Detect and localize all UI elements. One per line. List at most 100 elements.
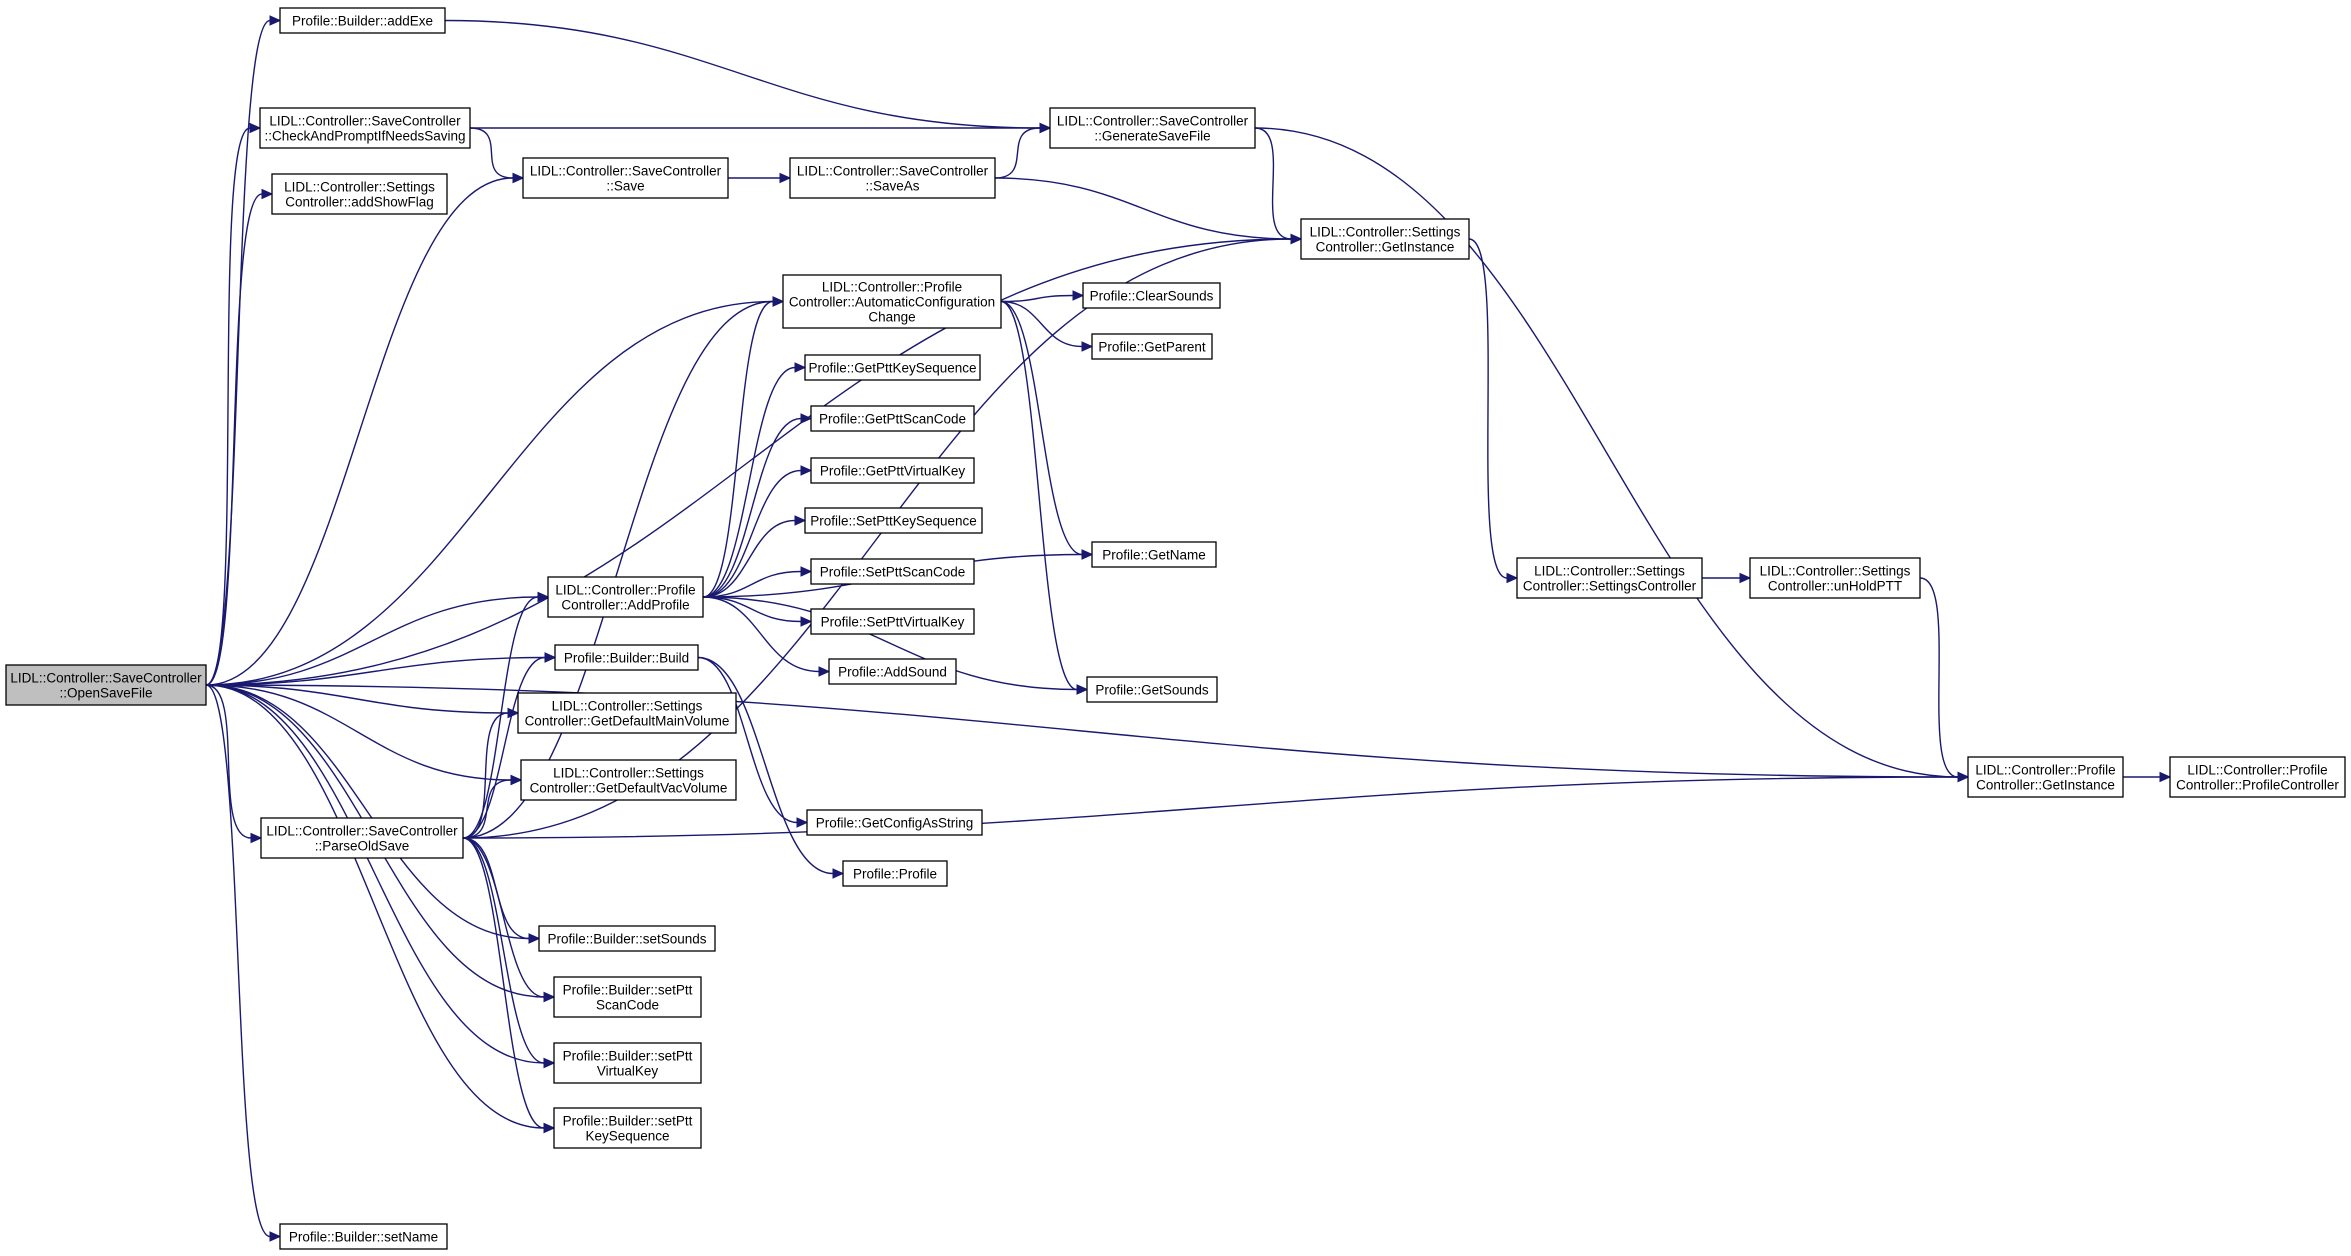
edge-arrowhead bbox=[544, 652, 557, 663]
node-box bbox=[554, 644, 699, 671]
node-settingsCtor[interactable]: LIDL::Controller::SettingsController::Se… bbox=[1516, 557, 1703, 599]
node-box bbox=[279, 7, 446, 34]
node-label-line: Controller::GetInstance bbox=[1316, 240, 1455, 255]
node-getPttScanCode[interactable]: Profile::GetPttScanCode bbox=[810, 405, 975, 432]
node-label-line: VirtualKey bbox=[597, 1064, 659, 1079]
node-label-line: ::OpenSaveFile bbox=[59, 686, 152, 701]
node-box bbox=[538, 925, 716, 952]
node-box bbox=[5, 664, 207, 706]
node-save[interactable]: LIDL::Controller::SaveController::Save bbox=[522, 157, 729, 199]
edge-line bbox=[1000, 300, 1083, 556]
edge-line bbox=[205, 684, 530, 940]
edge-parseOldSave-to-setPttVirtualKeyB bbox=[462, 837, 556, 1069]
edge-arrowhead bbox=[528, 933, 541, 944]
node-addProfile[interactable]: LIDL::Controller::ProfileController::Add… bbox=[547, 576, 704, 618]
node-label-line: Profile::ClearSounds bbox=[1090, 289, 1214, 304]
node-box bbox=[1082, 282, 1221, 309]
edge-arrowhead bbox=[250, 832, 263, 844]
node-checkPrompt[interactable]: LIDL::Controller::SaveController::CheckA… bbox=[259, 107, 471, 149]
edge-line bbox=[469, 127, 514, 179]
node-label-line: Profile::Builder::addExe bbox=[292, 14, 433, 29]
node-unHoldPTT[interactable]: LIDL::Controller::SettingsController::un… bbox=[1749, 557, 1921, 599]
node-getPttVirtualKey[interactable]: Profile::GetPttVirtualKey bbox=[810, 457, 975, 484]
edge-line bbox=[205, 684, 271, 1238]
node-autoConfig[interactable]: LIDL::Controller::ProfileController::Aut… bbox=[782, 274, 1002, 329]
node-label-line: Controller::addShowFlag bbox=[285, 195, 434, 210]
node-label-line: Profile::Builder::setSounds bbox=[547, 932, 706, 947]
node-genSave[interactable]: LIDL::Controller::SaveController::Genera… bbox=[1049, 107, 1256, 149]
node-label-line: Profile::Profile bbox=[853, 867, 937, 882]
node-box bbox=[806, 809, 983, 836]
edge-arrowhead bbox=[796, 817, 809, 828]
node-clearSounds[interactable]: Profile::ClearSounds bbox=[1082, 282, 1221, 309]
node-box bbox=[1749, 557, 1921, 599]
node-label-line: ::Save bbox=[606, 179, 644, 194]
edge-arrowhead bbox=[543, 1122, 556, 1134]
edge-addProfile-to-addSound bbox=[702, 596, 831, 677]
node-parseOldSave[interactable]: LIDL::Controller::SaveController::ParseO… bbox=[260, 817, 464, 859]
edge-root-to-getDefMainVol bbox=[205, 684, 520, 719]
edge-line bbox=[205, 684, 252, 839]
node-label-line: Profile::GetName bbox=[1102, 548, 1206, 563]
node-getConfigAsString[interactable]: Profile::GetConfigAsString bbox=[806, 809, 983, 836]
node-getDefVacVol[interactable]: LIDL::Controller::SettingsController::Ge… bbox=[520, 759, 737, 801]
node-box bbox=[547, 576, 704, 618]
edge-addProfile-to-getPttScanCode bbox=[702, 413, 813, 598]
node-profileCtorCtl[interactable]: LIDL::Controller::ProfileController::Pro… bbox=[2169, 756, 2346, 798]
node-box bbox=[279, 1223, 448, 1250]
edge-addProfile-to-getPttKeySeq bbox=[702, 362, 807, 598]
node-builderBuild[interactable]: Profile::Builder::Build bbox=[554, 644, 699, 671]
node-settingsGetInstance[interactable]: LIDL::Controller::SettingsController::Ge… bbox=[1300, 218, 1470, 260]
node-saveAs[interactable]: LIDL::Controller::SaveController::SaveAs bbox=[789, 157, 996, 199]
node-setName[interactable]: Profile::Builder::setName bbox=[279, 1223, 448, 1250]
edge-builderBuild-to-getConfigAsString bbox=[697, 656, 809, 828]
node-getDefMainVol[interactable]: LIDL::Controller::SettingsController::Ge… bbox=[517, 692, 737, 734]
edge-line bbox=[1254, 127, 1292, 240]
edge-line bbox=[462, 837, 545, 998]
node-setPttScanCode[interactable]: Profile::SetPttScanCode bbox=[810, 558, 975, 585]
node-setPttKeySeq[interactable]: Profile::SetPttKeySequence bbox=[804, 507, 983, 534]
node-setPttVirtualKey[interactable]: Profile::SetPttVirtualKey bbox=[810, 608, 975, 635]
node-label-line: LIDL::Controller::SaveController bbox=[10, 671, 202, 686]
edge-line bbox=[205, 656, 546, 686]
edge-checkPrompt-to-save bbox=[469, 127, 525, 184]
edge-save-to-saveAs bbox=[728, 172, 792, 184]
node-label-line: ::ParseOldSave bbox=[315, 839, 410, 854]
node-box bbox=[1091, 333, 1213, 360]
node-label-line: Profile::Builder::setPtt bbox=[563, 1049, 693, 1064]
edge-arrowhead bbox=[794, 515, 807, 526]
node-root[interactable]: LIDL::Controller::SaveController::OpenSa… bbox=[5, 664, 207, 706]
edge-line bbox=[702, 366, 796, 598]
node-label-line: ::SaveAs bbox=[865, 179, 919, 194]
node-setSounds[interactable]: Profile::Builder::setSounds bbox=[538, 925, 716, 952]
node-box bbox=[1086, 676, 1218, 703]
edge-line bbox=[462, 656, 546, 839]
node-addExe[interactable]: Profile::Builder::addExe bbox=[279, 7, 446, 34]
node-getParent[interactable]: Profile::GetParent bbox=[1091, 333, 1213, 360]
edge-line bbox=[462, 596, 539, 839]
node-box bbox=[1300, 218, 1470, 260]
node-addSound[interactable]: Profile::AddSound bbox=[828, 658, 957, 685]
edge-arrowhead bbox=[1739, 572, 1752, 584]
edge-line bbox=[462, 300, 774, 839]
edge-line bbox=[1000, 300, 1083, 348]
node-label-line: Controller::SettingsController bbox=[1523, 579, 1697, 594]
node-label-line: Controller::AddProfile bbox=[561, 598, 689, 613]
node-label-line: Profile::GetPttKeySequence bbox=[808, 361, 976, 376]
node-label-line: Profile::GetPttScanCode bbox=[819, 412, 966, 427]
node-getSounds[interactable]: Profile::GetSounds bbox=[1086, 676, 1218, 703]
node-profileGetInstance[interactable]: LIDL::Controller::ProfileController::Get… bbox=[1967, 756, 2124, 798]
edge-saveAs-to-genSave bbox=[994, 122, 1052, 179]
node-label-line: Profile::Builder::setPtt bbox=[563, 1114, 693, 1129]
edge-line bbox=[702, 596, 802, 623]
node-label-line: LIDL::Controller::Profile bbox=[2187, 763, 2327, 778]
node-addShowFlag[interactable]: LIDL::Controller::SettingsController::ad… bbox=[271, 173, 448, 215]
node-getName[interactable]: Profile::GetName bbox=[1091, 541, 1217, 568]
node-profileCtor[interactable]: Profile::Profile bbox=[842, 860, 948, 887]
node-getPttKeySeq[interactable]: Profile::GetPttKeySequence bbox=[804, 354, 981, 381]
edge-line bbox=[994, 127, 1041, 179]
